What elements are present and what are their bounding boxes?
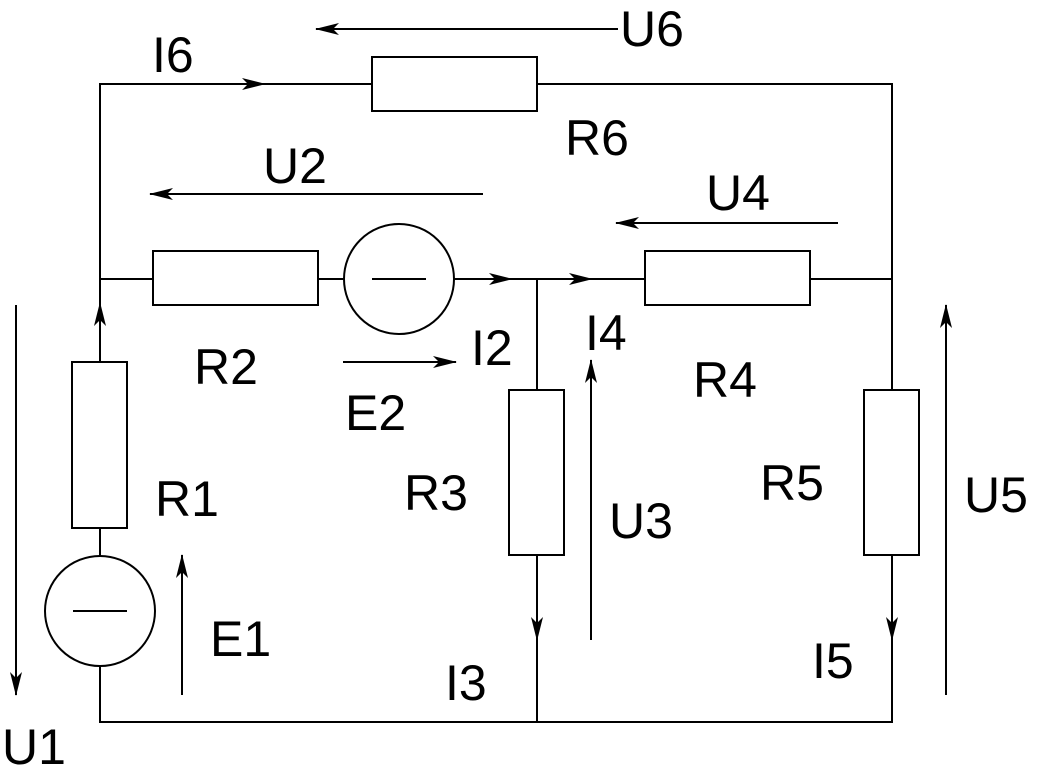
label-r5: R5 [760,455,824,511]
label-i6: I6 [152,27,194,83]
resistor-r2 [152,250,319,306]
label-r2: R2 [194,339,258,395]
label-u6: U6 [620,1,684,57]
source-e1 [44,555,156,667]
label-u5: U5 [964,467,1028,523]
top-loop-wire [99,83,372,280]
label-i2: I2 [471,320,513,376]
label-u1: U1 [2,719,66,775]
label-r6: R6 [565,110,629,166]
resistor-r5 [863,389,920,556]
label-i5: I5 [812,633,854,689]
label-i3: I3 [445,655,487,711]
arrows [10,23,952,696]
label-r1: R1 [155,471,219,527]
label-u3: U3 [609,493,673,549]
resistor-r3 [508,389,565,556]
label-r3: R3 [404,465,468,521]
label-e2: E2 [345,385,406,441]
label-u4: U4 [706,165,770,221]
source-e2 [343,223,455,335]
label-i4: I4 [585,305,627,361]
top-right-wire [537,83,893,390]
label-u2: U2 [263,138,327,194]
label-r4: R4 [693,352,757,408]
resistor-r4 [644,250,811,306]
resistor-r6 [371,56,538,112]
label-e1: E1 [210,611,271,667]
resistor-r1 [71,361,128,529]
